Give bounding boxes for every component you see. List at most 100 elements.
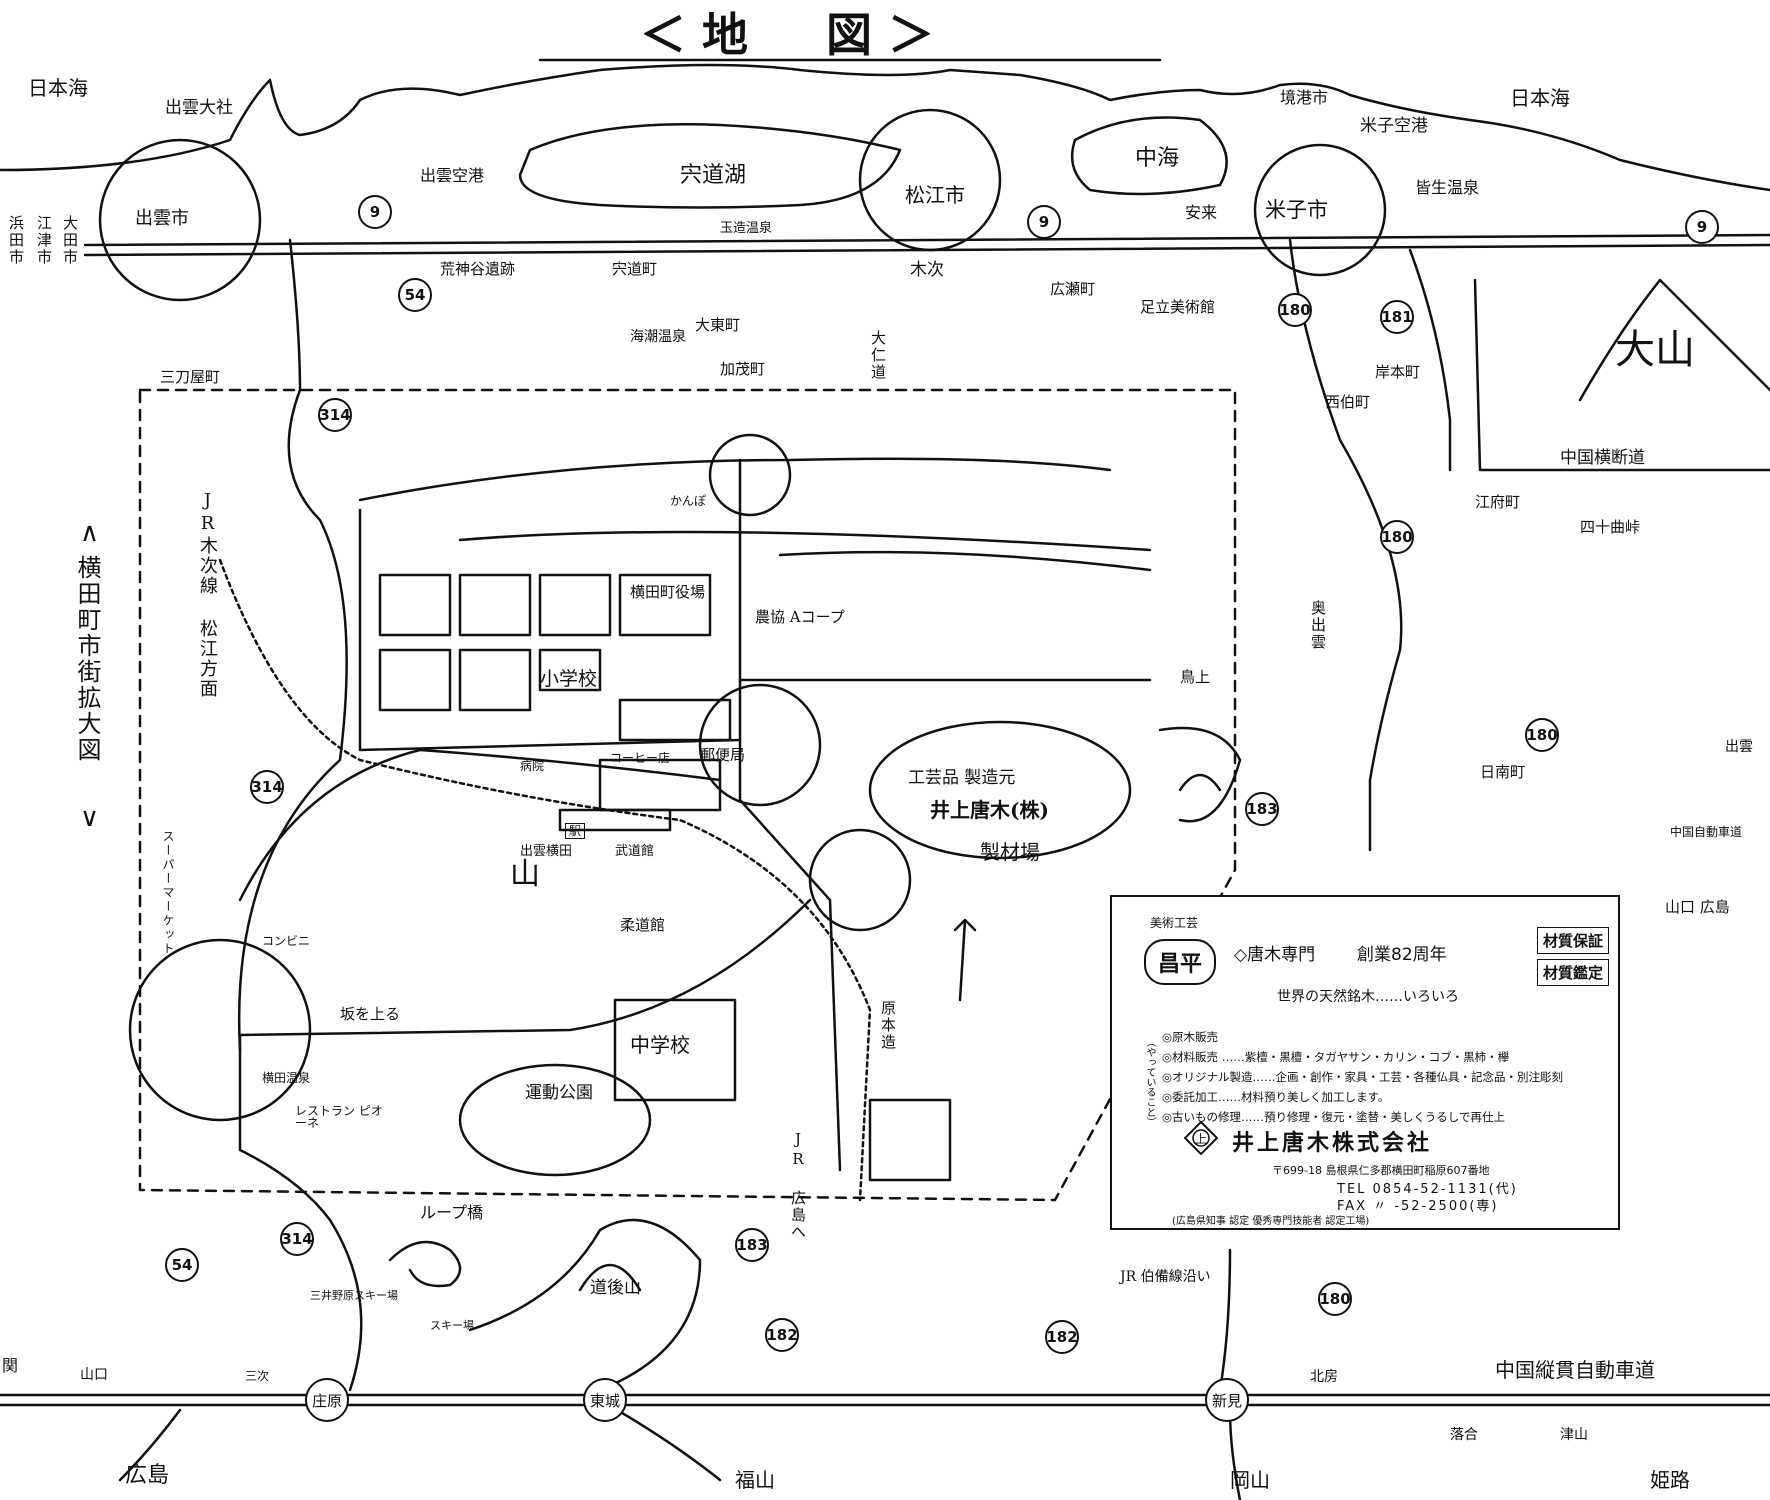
label-chugoku-small: 中国自動車道 bbox=[1670, 825, 1743, 839]
ad-service-item: ◎委託加工……材料預り美しく加工します。 bbox=[1162, 1090, 1390, 1104]
label-yamaguchi: 山口 bbox=[80, 1367, 108, 1383]
label-jr-kisuki: JR木次線 松江方面 bbox=[197, 490, 218, 699]
label-hiroshima-right: 山口 広島 bbox=[1665, 898, 1730, 916]
route-shield: 54 bbox=[165, 1248, 199, 1282]
ad-category: 美術工芸 bbox=[1150, 916, 1199, 930]
ad-tel: TEL 0854-52-1131(代) bbox=[1337, 1182, 1518, 1197]
ad-tagline: 世界の天然銘木……いろいろ bbox=[1277, 989, 1459, 1005]
label-yama-center: 山 bbox=[510, 857, 540, 892]
label-hirose: 広瀬町 bbox=[1050, 280, 1096, 298]
label-izumo-city: 出雲市 bbox=[135, 208, 189, 229]
ad-service-item: ◎古いもの修理……預り修理・復元・塗替・美しくうるしで再仕上 bbox=[1162, 1110, 1505, 1124]
label-supermarket: スーパーマーケット bbox=[161, 830, 175, 956]
lake-nakaumi bbox=[1070, 116, 1228, 196]
park-ellipse bbox=[458, 1063, 652, 1177]
label-expressway: 中国縦貫自動車道 bbox=[1495, 1358, 1655, 1382]
guide-arrow-up: ∧ bbox=[80, 518, 100, 548]
logo-char: 上 bbox=[1195, 1132, 1207, 1146]
label-coffee: コーヒー店 bbox=[610, 751, 671, 765]
label-nishioki: 西伯町 bbox=[1325, 393, 1371, 411]
label-michinoyama: 道後山 bbox=[590, 1278, 641, 1298]
label-shinji-town: 宍道町 bbox=[612, 260, 658, 278]
label-sakaiminato: 境港市 bbox=[1280, 88, 1329, 107]
route-shield: 180 bbox=[1525, 718, 1559, 752]
label-kishimoto: 岸本町 bbox=[1375, 363, 1421, 381]
jr-line bbox=[218, 558, 872, 1202]
river bbox=[458, 530, 1152, 552]
advertisement-box: 美術工芸 昌平 ◇唐木専門 創業82周年 材質保証 材質鑑定 世界の天然銘木……… bbox=[1110, 895, 1620, 1230]
label-adachi: 足立美術館 bbox=[1140, 298, 1216, 316]
label-nibamba: 鳥上 bbox=[1180, 668, 1211, 686]
label-yonago-airport: 米子空港 bbox=[1360, 116, 1428, 136]
label-inoue: 井上唐木(株) bbox=[930, 798, 1049, 822]
label-gotsu: 江津市 bbox=[35, 215, 53, 266]
ad-founded: 創業82周年 bbox=[1357, 945, 1447, 965]
label-conveni: コンビニ bbox=[262, 934, 311, 948]
label-restaurant: レストラン ピオーネ bbox=[295, 1104, 383, 1130]
ad-badge-appraisal: 材質鑑定 bbox=[1537, 959, 1610, 986]
label-park: 運動公園 bbox=[525, 1083, 593, 1103]
label-shinjiko: 宍道湖 bbox=[680, 163, 747, 188]
label-kamo: 加茂町 bbox=[720, 360, 766, 378]
ad-shop-name: 昌平 bbox=[1144, 939, 1217, 985]
label-yokota-guide: 横田町市街拡大図 bbox=[73, 555, 101, 763]
label-yamaguchi-left: 関 bbox=[2, 1356, 19, 1375]
label-ochiai: 落合 bbox=[1450, 1427, 1478, 1443]
label-kisuki: 木次 bbox=[910, 260, 944, 280]
mount-daisen bbox=[1578, 278, 1770, 402]
label-unnan-onsen: 海潮温泉 bbox=[630, 329, 686, 345]
label-izumo-taisha: 出雲大社 bbox=[165, 98, 233, 118]
loop-bridge bbox=[388, 1240, 462, 1288]
route-shield: 183 bbox=[1245, 792, 1279, 826]
label-sanjigen: 三井野原スキー場 bbox=[310, 1289, 398, 1302]
label-matsue: 松江市 bbox=[905, 183, 965, 207]
label-lumberyard: 製材場 bbox=[980, 840, 1040, 864]
ad-service-item: ◎原木販売 bbox=[1162, 1030, 1219, 1044]
label-climb: 坂を上る bbox=[340, 1005, 401, 1023]
label-post: 郵便局 bbox=[700, 746, 746, 764]
label-oda: 大田市 bbox=[61, 215, 79, 266]
label-shitoshidan: 四十曲峠 bbox=[1580, 518, 1641, 536]
ad-badge-guarantee: 材質保証 bbox=[1537, 927, 1610, 954]
label-daito: 大東町 bbox=[695, 316, 741, 334]
label-loop-bridge: ループ橋 bbox=[420, 1203, 484, 1222]
factory-ellipse bbox=[868, 720, 1132, 860]
ad-address: 〒699-18 島根県仁多郡横田町稲原607番地 bbox=[1272, 1164, 1490, 1177]
ad-services: ◎原木販売 ◎材料販売 ……紫檀・黒檀・タガヤサン・カリン・コブ・黒柿・欅 ◎オ… bbox=[1162, 1027, 1563, 1127]
label-town-office: 横田町役場 bbox=[630, 583, 706, 601]
route-shield: 183 bbox=[735, 1228, 769, 1262]
label-hiroshima: 広島 bbox=[125, 1463, 170, 1488]
label-chugoku-odan: 中国横断道 bbox=[1560, 448, 1645, 468]
label-fukuyama: 福山 bbox=[735, 1468, 775, 1492]
label-tsuyama: 津山 bbox=[1560, 1427, 1588, 1443]
guide-arrow-down: ∨ bbox=[80, 803, 100, 833]
label-daisen: 大山 bbox=[1615, 327, 1695, 373]
label-okuizumo: 奥出雲 bbox=[1309, 600, 1327, 651]
coastline bbox=[0, 63, 1770, 192]
ad-service-item: ◎オリジナル製造……企画・創作・家具・工芸・各種仏具・記念品・別注彫刻 bbox=[1162, 1070, 1564, 1084]
label-station: 駅 bbox=[565, 823, 586, 839]
route-shield: 180 bbox=[1318, 1282, 1352, 1316]
label-hospital: 病院 bbox=[520, 759, 545, 773]
label-sea-left: 日本海 bbox=[28, 76, 88, 100]
label-mitoya: 三刀屋町 bbox=[160, 368, 221, 386]
route-shield: 182 bbox=[1045, 1320, 1079, 1354]
label-hamada: 浜田市 bbox=[7, 215, 25, 266]
label-yokota-sta: 出雲横田 bbox=[520, 844, 573, 859]
label-hokubo: 北房 bbox=[1310, 1369, 1338, 1385]
route-shield: 314 bbox=[280, 1222, 314, 1256]
lake-shinjiko bbox=[518, 123, 902, 209]
route-shield: 181 bbox=[1380, 300, 1414, 334]
ad-fax: FAX 〃 -52-2500(専) bbox=[1337, 1199, 1499, 1214]
label-elementary: 小学校 bbox=[540, 668, 598, 690]
label-judo: 柔道館 bbox=[620, 916, 666, 934]
route-shield: 9 bbox=[358, 195, 392, 229]
route-314-road bbox=[237, 238, 348, 1052]
route-shield: 314 bbox=[318, 398, 352, 432]
label-kanpo: かんぽ bbox=[670, 494, 707, 508]
label-kaike: 皆生温泉 bbox=[1415, 178, 1480, 197]
ad-side-tag: （やっていること） bbox=[1144, 1037, 1155, 1127]
route-shield: 182 bbox=[765, 1318, 799, 1352]
label-yonago: 米子市 bbox=[1265, 198, 1328, 222]
